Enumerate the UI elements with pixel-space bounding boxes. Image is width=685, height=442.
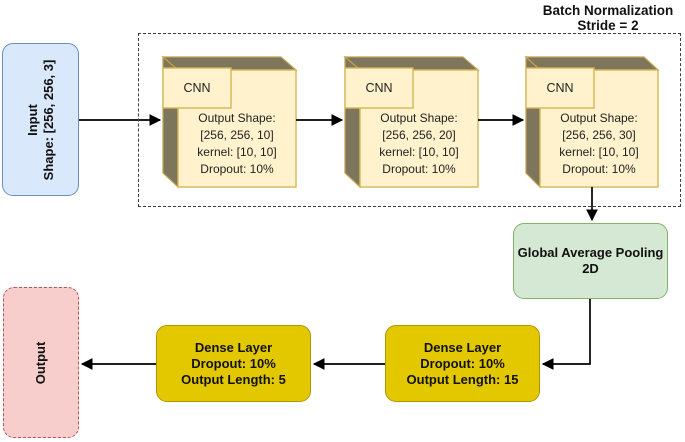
cnn1-body-text: Output Shape: [256, 256, 10] kernel: [10… [178, 104, 296, 184]
cnn3-line1: Output Shape: [560, 111, 638, 125]
input-node-label: Input Shape: [256, 256, 3] [25, 59, 57, 180]
cnn2-line3: kernel: [10, 10] [379, 145, 459, 159]
input-node: Input Shape: [256, 256, 3] [2, 43, 79, 196]
dense5-line3: Output Length: 5 [181, 371, 286, 387]
cnn2-body-text: Output Shape: [256, 256, 20] kernel: [10… [360, 104, 478, 184]
cnn1-line3: kernel: [10, 10] [197, 145, 277, 159]
dense15-line1: Dense Layer [423, 339, 502, 355]
cnn1-line2: [256, 256, 10] [200, 128, 274, 142]
cnn2-line1: Output Shape: [380, 111, 458, 125]
dense5-line2: Dropout: 10% [191, 355, 276, 371]
cnn3-tab-label: CNN [526, 68, 594, 108]
dense5-line1: Dense Layer [194, 339, 273, 355]
cnn3-line4: Dropout: 10% [562, 162, 636, 176]
input-node-label-line1: Input [24, 103, 40, 136]
diagram-title-line1: Batch Normalization [542, 3, 674, 18]
dense-layer-15-node: Dense Layer Dropout: 10% Output Length: … [385, 325, 540, 402]
cnn1-line1: Output Shape: [198, 111, 276, 125]
diagram-title-line2: Stride = 2 [577, 18, 639, 33]
cnn-cube-2 [343, 55, 480, 189]
pooling-label-line2: 2D [582, 261, 599, 276]
diagram-title: Batch Normalization Stride = 2 [518, 3, 685, 33]
cnn-cube-1-tab [162, 67, 232, 109]
cnn3-line3: kernel: [10, 10] [559, 145, 639, 159]
pooling-label-line1: Global Average Pooling [517, 245, 664, 260]
cnn-group-box [138, 33, 681, 207]
cnn1-line4: Dropout: 10% [200, 162, 274, 176]
output-node-label-text: Output [33, 341, 48, 384]
cnn2-line4: Dropout: 10% [382, 162, 456, 176]
cnn-cube-1 [161, 55, 298, 189]
cnn-cube-3 [524, 55, 660, 189]
input-node-label-line2: Shape: [256, 256, 3] [40, 59, 56, 180]
cnn2-tab-text: CNN [365, 81, 393, 95]
output-node: Output [3, 287, 79, 438]
cnn2-tab-label: CNN [345, 68, 413, 108]
cnn2-line2: [256, 256, 20] [382, 128, 456, 142]
cnn-cube-3-tab [525, 67, 595, 109]
cnn1-tab-text: CNN [183, 81, 211, 95]
dense15-line2: Dropout: 10% [420, 355, 505, 371]
arrow-pooling-to-dense15 [541, 299, 591, 370]
cnn1-tab-label: CNN [163, 68, 231, 108]
global-average-pooling-node: Global Average Pooling 2D [513, 223, 668, 299]
cnn3-line2: [256, 256, 30] [562, 128, 636, 142]
dense15-line3: Output Length: 15 [406, 371, 519, 387]
output-node-label: Output [33, 341, 49, 384]
cnn3-tab-text: CNN [546, 81, 574, 95]
cnn3-body-text: Output Shape: [256, 256, 30] kernel: [10… [540, 104, 658, 184]
dense-layer-5-node: Dense Layer Dropout: 10% Output Length: … [156, 325, 311, 402]
cnn-cube-2-tab [344, 67, 414, 109]
